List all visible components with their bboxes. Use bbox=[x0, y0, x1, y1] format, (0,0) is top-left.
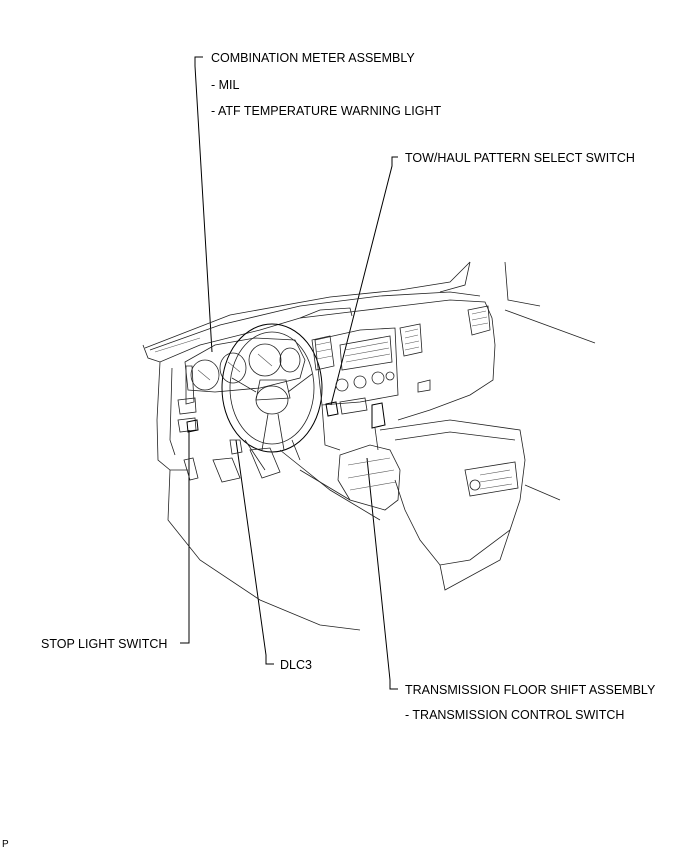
console-box bbox=[379, 419, 561, 591]
label-atf-temperature-warning-light: - ATF TEMPERATURE WARNING LIGHT bbox=[211, 104, 442, 118]
floor-pedals bbox=[167, 439, 381, 631]
label-tow-haul-pattern-select-switch: TOW/HAUL PATTERN SELECT SWITCH bbox=[405, 151, 635, 165]
label-dlc3: DLC3 bbox=[280, 658, 312, 672]
leader-tow-haul bbox=[330, 156, 398, 406]
steering-wheel bbox=[221, 323, 323, 471]
leader-lines bbox=[180, 56, 398, 690]
combination-meter-cluster bbox=[177, 337, 306, 433]
leader-floor-shift bbox=[366, 457, 398, 690]
label-transmission-floor-shift-assembly: TRANSMISSION FLOOR SHIFT ASSEMBLY bbox=[405, 683, 656, 697]
windshield-frame bbox=[144, 261, 596, 349]
label-mil: - MIL bbox=[211, 78, 240, 92]
corner-mark: P bbox=[2, 839, 9, 850]
shift-lever bbox=[337, 402, 401, 511]
leader-combination-meter bbox=[194, 56, 213, 353]
label-transmission-control-switch: - TRANSMISSION CONTROL SWITCH bbox=[405, 708, 625, 722]
center-stack bbox=[311, 327, 399, 451]
dashboard bbox=[142, 291, 496, 471]
leader-stop-light bbox=[180, 430, 190, 644]
label-stop-light-switch: STOP LIGHT SWITCH bbox=[41, 637, 168, 651]
leader-dlc3 bbox=[235, 439, 274, 665]
label-combination-meter-assembly: COMBINATION METER ASSEMBLY bbox=[211, 51, 415, 65]
